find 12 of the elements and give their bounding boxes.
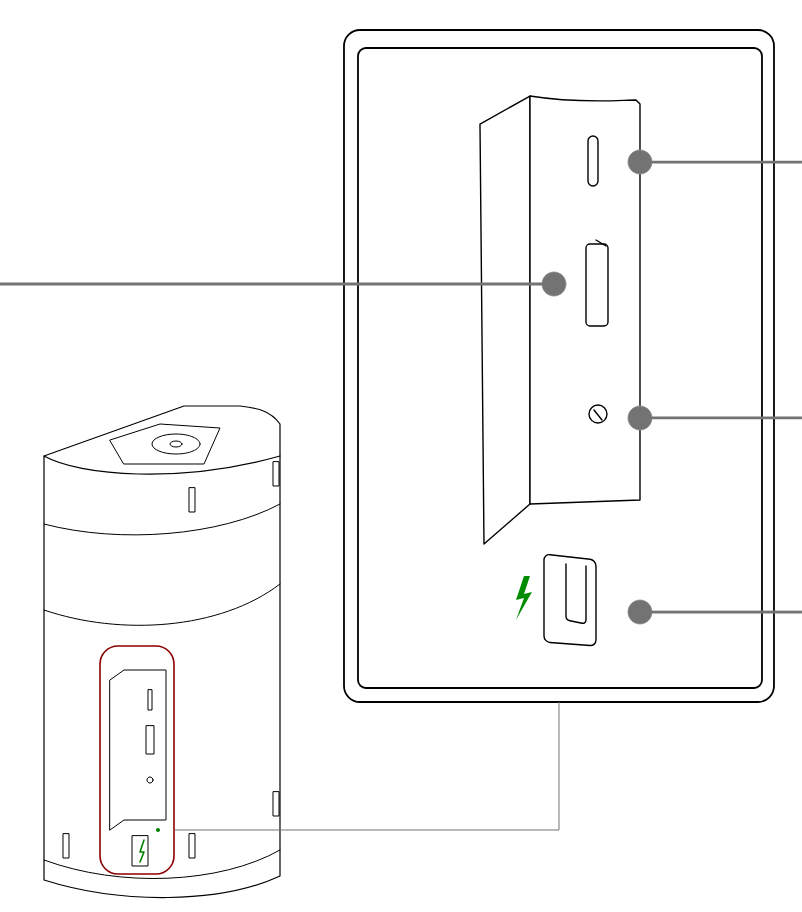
callout-dot: [627, 405, 653, 431]
callout-dot: [627, 599, 653, 625]
leader-line: [651, 160, 802, 164]
leader-line: [651, 416, 802, 420]
leader-line: [651, 610, 802, 614]
port-panel-drawing: [343, 29, 775, 703]
callout-dot: [541, 271, 567, 297]
highlight-outline: [99, 645, 175, 875]
leader-line: [174, 701, 560, 831]
callout-dot: [627, 149, 653, 175]
device-drawing: [43, 405, 281, 899]
leader-line: [0, 282, 543, 286]
